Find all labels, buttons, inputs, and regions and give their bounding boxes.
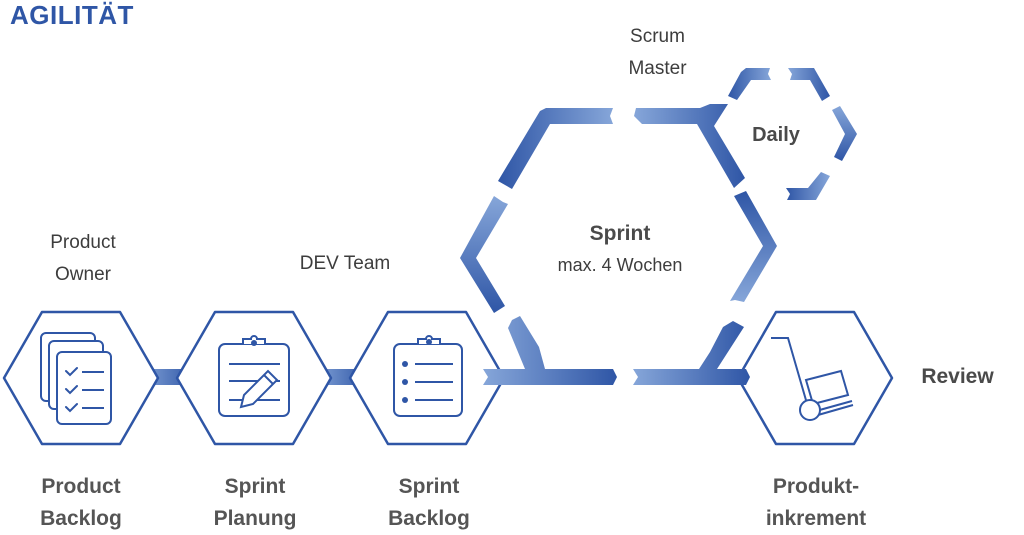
stage-label-sprint-planning: Sprint Planung: [180, 471, 330, 535]
review-label: Review: [921, 365, 994, 388]
stage-label-line2: Backlog: [388, 507, 470, 530]
role-product-owner-line2: Owner: [55, 264, 111, 285]
sprint-cycle-ring: [460, 104, 777, 385]
stage-label-line2: inkrement: [765, 507, 867, 530]
hand-truck-icon: [771, 337, 854, 421]
stage-label-sprint-backlog: Sprint Backlog: [354, 471, 504, 535]
role-dev-team: DEV Team: [299, 253, 391, 274]
sprint-duration: max. 4 Wochen: [557, 255, 683, 275]
stage-label-line1: Product: [41, 475, 121, 498]
daily-label: Daily: [752, 124, 800, 146]
stage-label-line1: Sprint: [224, 475, 286, 498]
stage-label-line2: Planung: [213, 507, 297, 530]
stage-label-line2: Backlog: [40, 507, 122, 530]
role-scrum-master: Scrum Master: [590, 21, 725, 85]
daily-cycle-ring: [728, 68, 857, 200]
clipboard-pencil-icon: [218, 335, 290, 417]
stage-label-line1: Sprint: [398, 475, 460, 498]
role-product-owner: Product Owner: [20, 227, 146, 291]
clipboard-list-icon: [393, 335, 463, 417]
diagram-title: AGILITÄT: [10, 0, 134, 30]
role-product-owner-line1: Product: [50, 232, 116, 253]
role-scrum-master-line1: Scrum: [630, 26, 685, 47]
stage-label-line1: Produkt-: [772, 475, 860, 498]
document-stack-checklist-icon: [40, 332, 112, 425]
sprint-label: Sprint max. 4 Wochen: [520, 218, 720, 280]
sprint-title: Sprint: [589, 222, 651, 245]
stage-label-product-increment: Produkt- inkrement: [736, 471, 896, 535]
role-scrum-master-line2: Master: [628, 58, 687, 79]
stage-label-product-backlog: Product Backlog: [6, 471, 156, 535]
